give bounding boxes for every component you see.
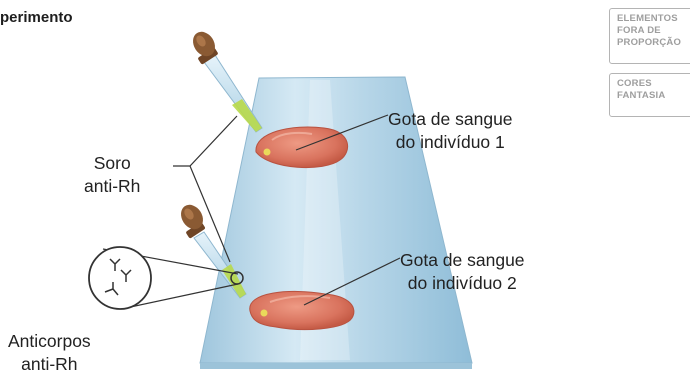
blood-drop-2 — [250, 291, 354, 329]
drop1-label: Gota de sangue do indivíduo 1 — [388, 108, 513, 154]
label-line: anti-Rh — [8, 353, 91, 376]
drop2-label: Gota de sangue do indivíduo 2 — [400, 249, 525, 295]
label-line: Anticorpos — [8, 330, 91, 353]
label-line: Gota de sangue — [388, 108, 513, 131]
serum-droplet — [264, 149, 271, 156]
label-line: Soro — [84, 152, 140, 175]
serum-droplet — [261, 310, 268, 317]
serum-label: Soro anti-Rh — [84, 152, 140, 198]
antibodies-label: Anticorpos anti-Rh — [8, 330, 91, 376]
label-line: anti-Rh — [84, 175, 140, 198]
label-line: Gota de sangue — [400, 249, 525, 272]
label-line: do indivíduo 2 — [400, 272, 525, 295]
label-line: do indivíduo 1 — [388, 131, 513, 154]
dropper-1 — [189, 28, 262, 132]
